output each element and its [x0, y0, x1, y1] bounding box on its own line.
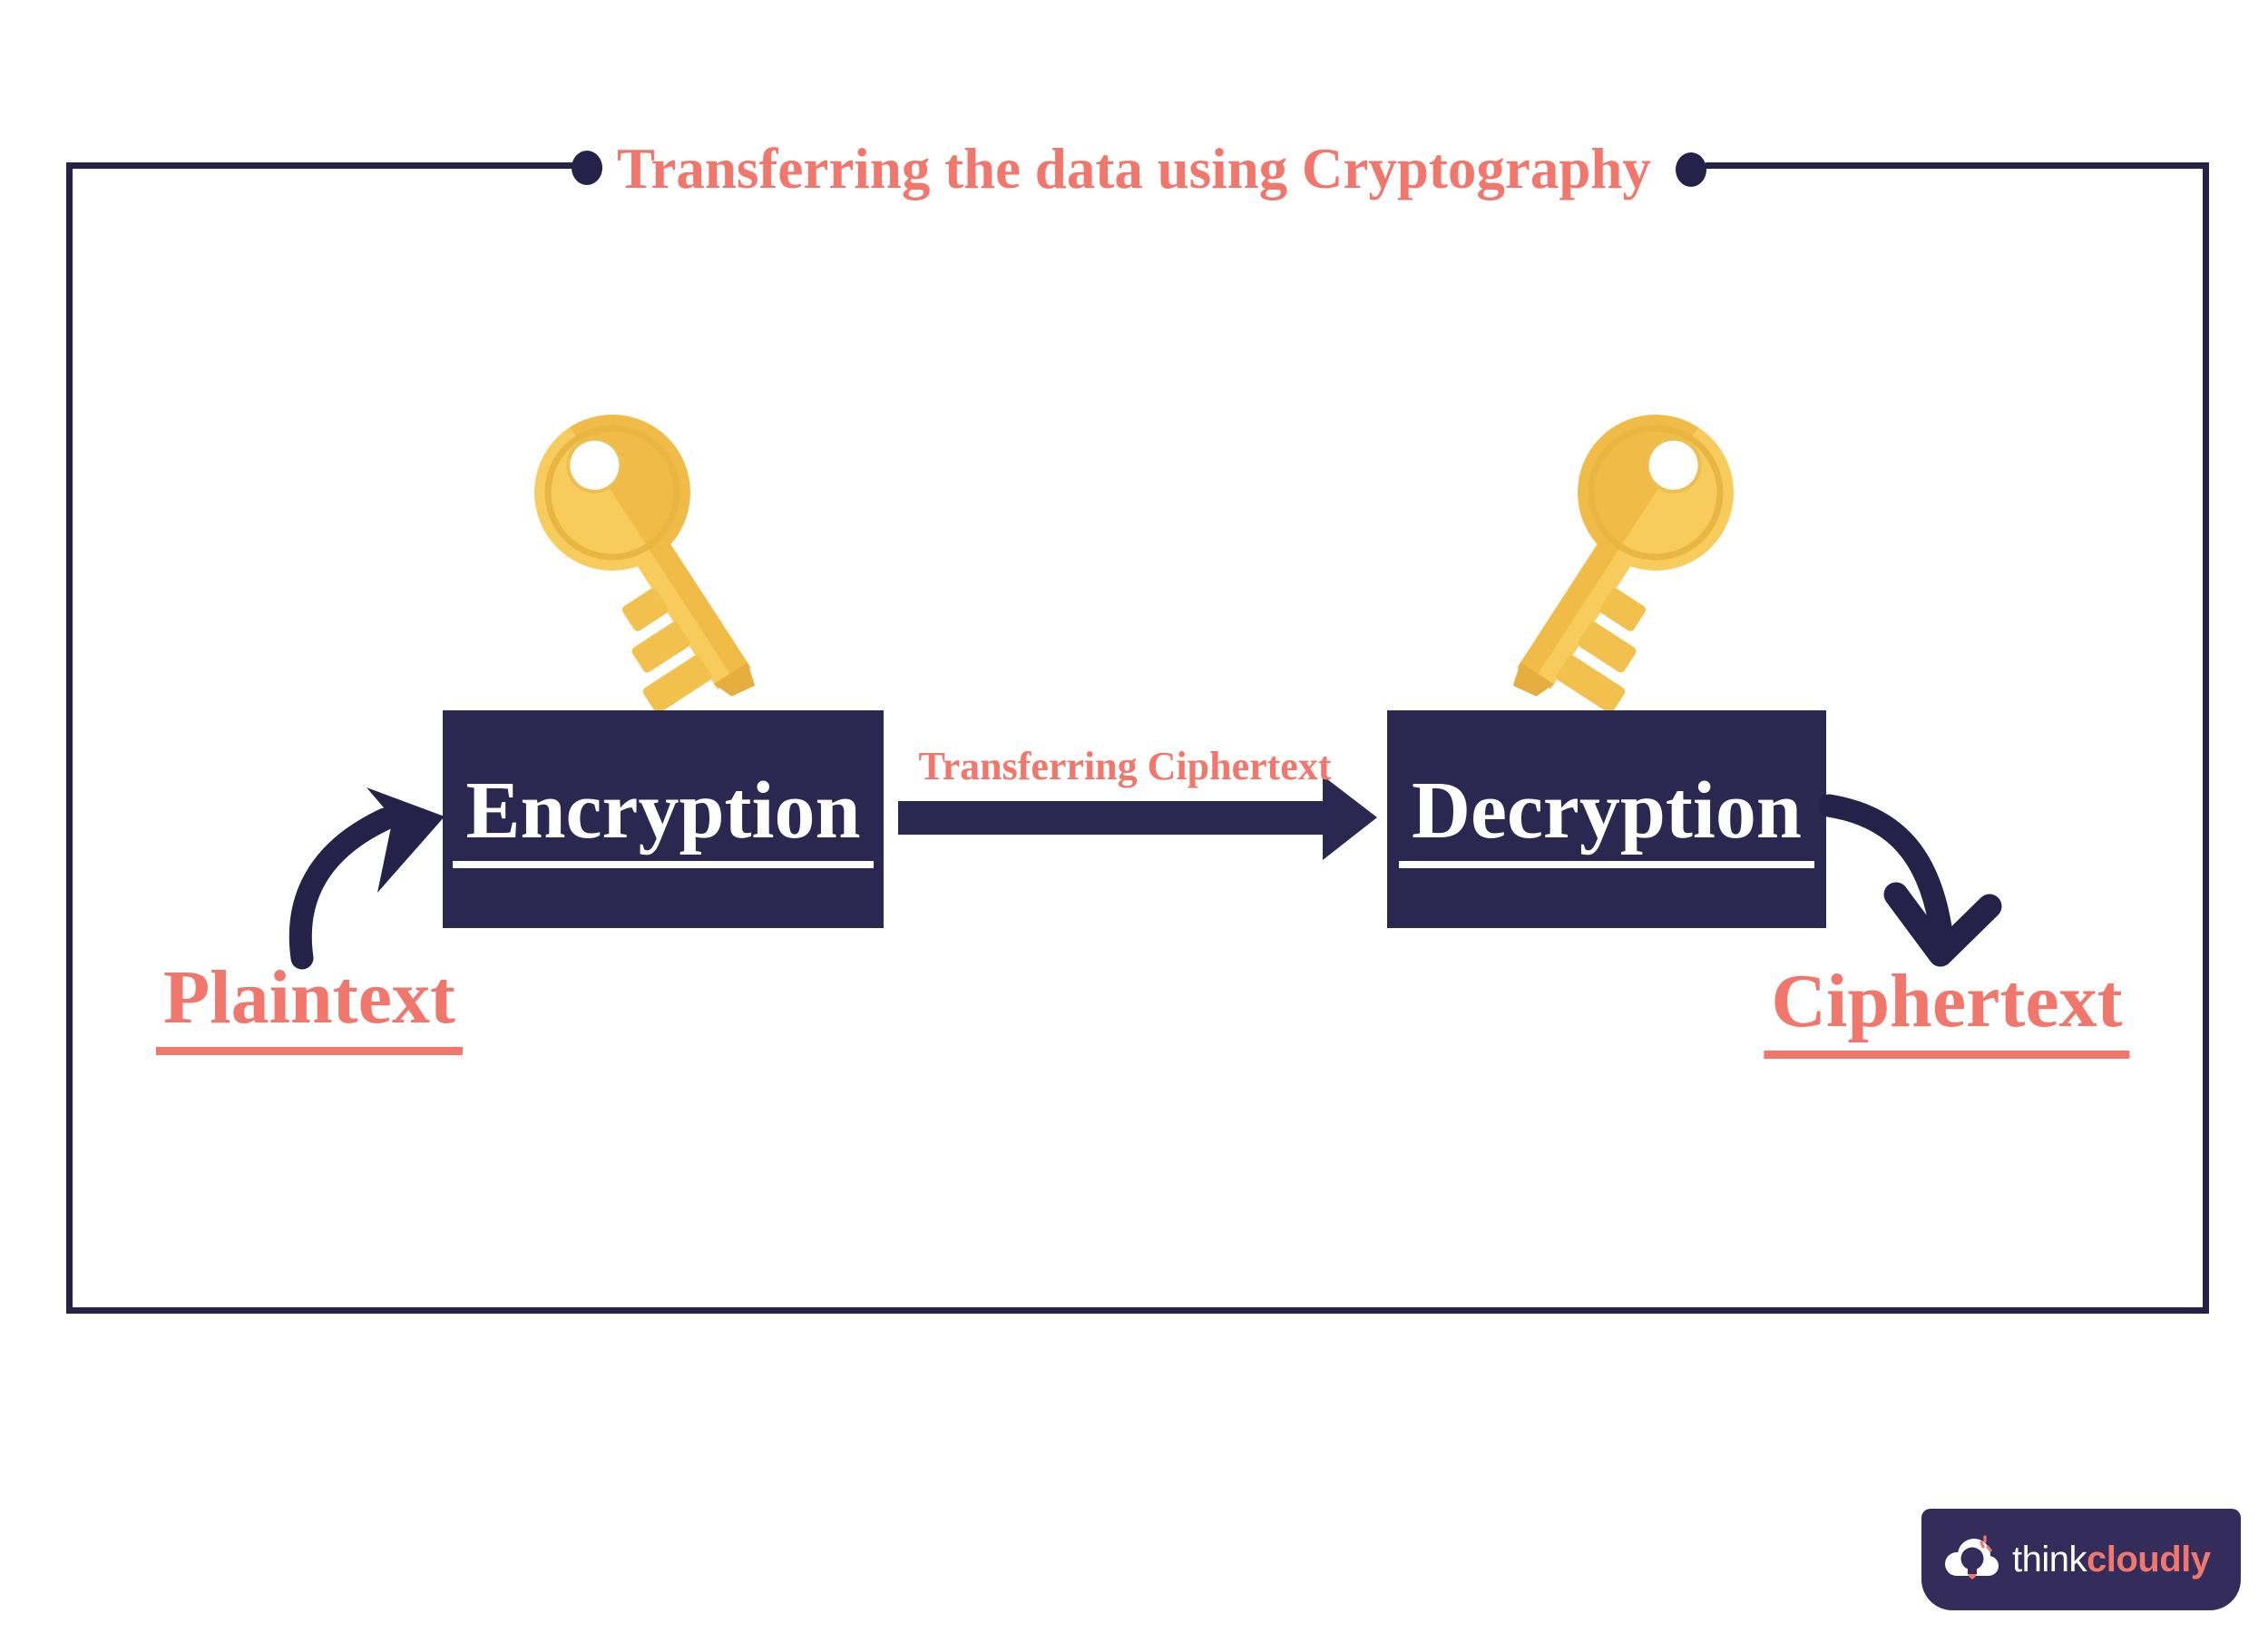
decryption-label: Decryption	[1399, 770, 1814, 868]
title-left-dot	[572, 151, 602, 185]
plaintext-label: Plaintext	[156, 960, 463, 1055]
curved-arrow-up-icon	[288, 787, 445, 970]
transfer-arrow-right-icon	[898, 776, 1377, 860]
brand-cloudly: cloudly	[2087, 1540, 2211, 1579]
decryption-box: Decryption	[1387, 710, 1826, 928]
title-border-gap	[573, 154, 1706, 178]
cloud-bulb-icon	[1945, 1535, 1999, 1579]
encryption-key-icon	[534, 415, 756, 713]
brand-wordmark: thinkcloudly	[2012, 1541, 2211, 1578]
curved-arrow-down-icon	[1819, 794, 2002, 967]
encryption-label: Encryption	[453, 770, 874, 868]
page-title: Transferring the data using Cryptography	[617, 137, 1651, 200]
brand-logo: thinkcloudly	[1921, 1509, 2241, 1610]
transfer-arrow-label: Transferring Ciphertext	[918, 744, 1332, 788]
encryption-box: Encryption	[443, 710, 884, 928]
decryption-key-icon	[1512, 415, 1734, 713]
ciphertext-label: Ciphertext	[1764, 963, 2130, 1059]
diagram-border-frame	[66, 162, 2209, 1314]
brand-think: think	[2012, 1540, 2087, 1579]
title-right-dot	[1676, 152, 1706, 187]
